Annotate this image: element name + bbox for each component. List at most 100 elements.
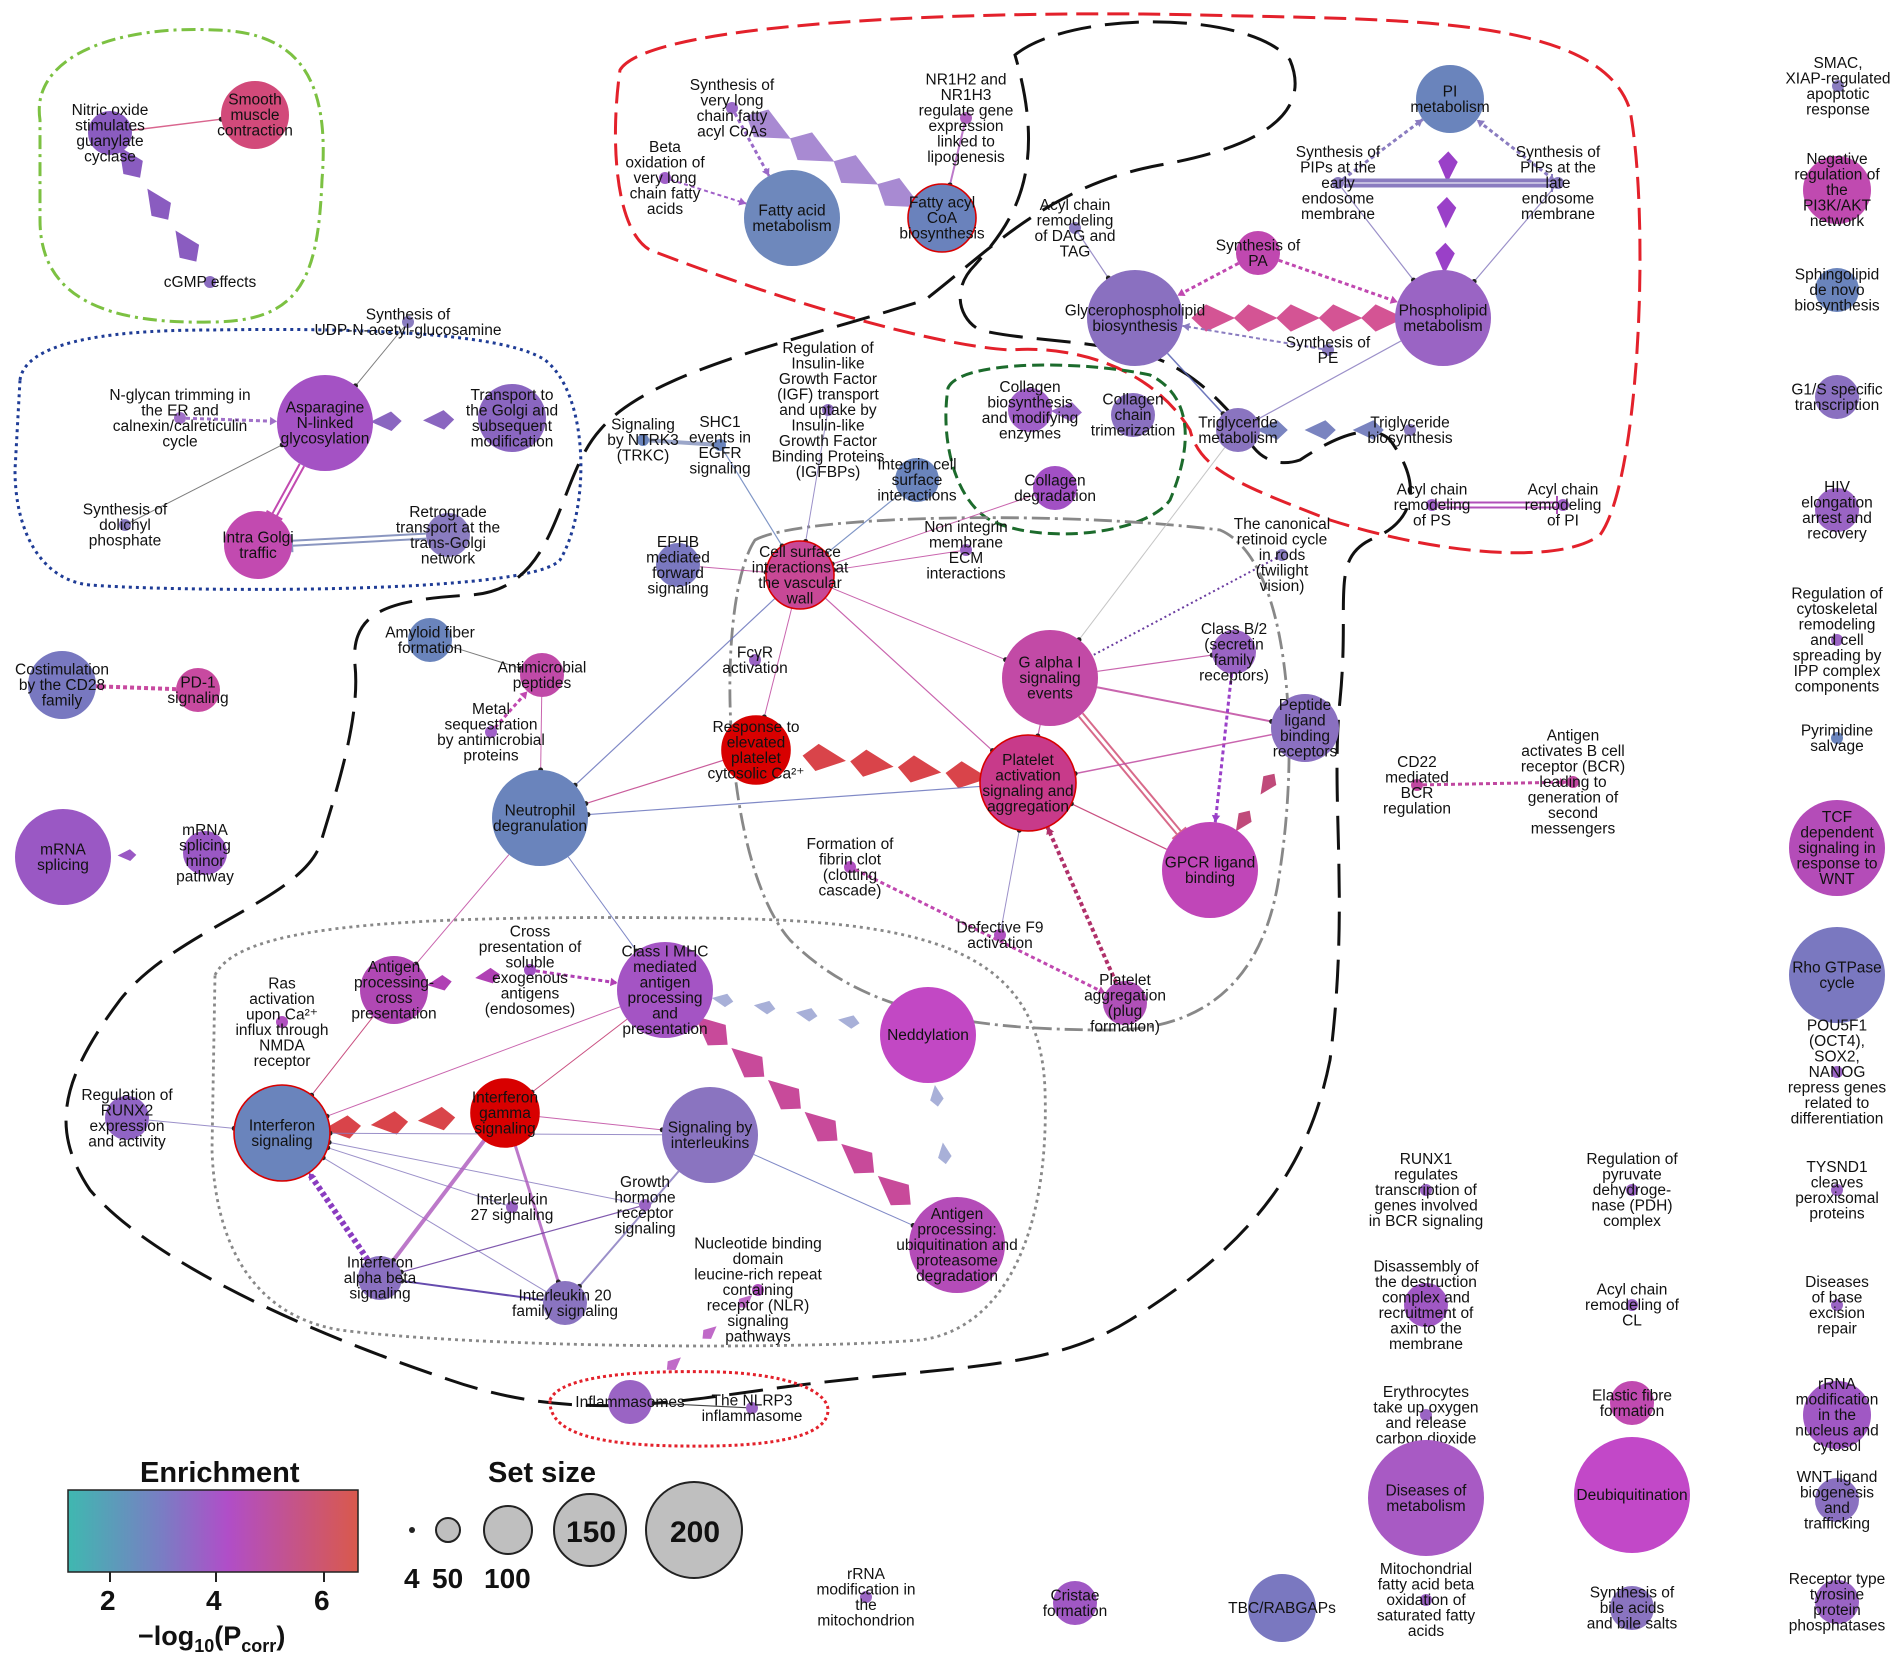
node-circle <box>1404 1283 1448 1327</box>
edge-retrograde-to-intragolgi <box>290 532 427 553</box>
node-label-line: The canonical <box>1234 516 1331 533</box>
node-label-line: dehydroge- <box>1593 1182 1671 1199</box>
node-label-line: in BCR signaling <box>1369 1213 1484 1230</box>
node-circle <box>1789 800 1885 896</box>
node-label-line: containing <box>723 1282 794 1299</box>
edge-line <box>1077 232 1109 279</box>
node-circle <box>1574 1437 1690 1553</box>
node-label-line: formation <box>398 640 463 657</box>
edge-line <box>513 1144 560 1283</box>
node-label-line: Signaling by <box>668 1119 753 1136</box>
outline-black-group <box>64 20 1412 1408</box>
node-circle <box>1271 694 1339 762</box>
node-circle <box>726 102 738 114</box>
edge-synth_pe-to-glycero <box>1182 322 1323 351</box>
edge-line <box>824 597 993 752</box>
node-label-line: modification in <box>816 1581 915 1598</box>
node-label-line: formation) <box>1090 1018 1160 1035</box>
node-label-line: de novo <box>1809 282 1864 299</box>
node-circle <box>1411 779 1423 791</box>
node-circle <box>1416 65 1484 133</box>
node-label-line: components <box>1795 679 1880 696</box>
node-label-line: mRNA <box>40 841 86 858</box>
edge-classi-to-ifn_gamma <box>529 1018 628 1095</box>
node-label-line: hormone <box>614 1189 675 1206</box>
node-label-line: signaling and <box>982 783 1073 800</box>
node-label-line: leucine-rich repeat <box>694 1267 822 1284</box>
node-circle <box>1831 732 1843 744</box>
node-label-line: carbon dioxide <box>1376 1430 1477 1447</box>
node-circle <box>1832 80 1844 92</box>
node-circle <box>1069 222 1081 234</box>
edge-arrowhead <box>850 749 894 777</box>
node-label-line: N-glycan trimming in <box>109 387 250 404</box>
node-label-line: saturated fatty <box>1377 1608 1475 1625</box>
node-label-line: RUNX2 <box>101 1102 154 1119</box>
node-label-line: rRNA <box>1818 1376 1857 1393</box>
node-circle <box>1008 388 1052 432</box>
edge-line <box>1071 803 1167 850</box>
node-circle <box>895 458 939 502</box>
edge-line <box>185 416 278 423</box>
node-label-line: Deubiquitination <box>1576 1487 1687 1504</box>
node-label-line: complex <box>1603 1213 1661 1230</box>
node-label-line: events <box>1027 686 1073 703</box>
node-inflammasomes: Inflammasomes <box>575 1380 685 1424</box>
edge-line <box>1078 715 1179 836</box>
node-label-line: interactions <box>926 565 1006 582</box>
node-label-line: POU5F1 <box>1807 1018 1867 1035</box>
node-label-line: signaling <box>349 1286 410 1303</box>
edge-mrna_minor-to-mrna <box>117 849 137 861</box>
edge-line <box>391 1138 487 1262</box>
edge-arrowhead <box>1235 810 1252 832</box>
node-label-line: Metal <box>472 701 510 718</box>
edge-line <box>1473 187 1555 282</box>
node-label-line: muscle <box>230 107 279 124</box>
node-circle <box>1395 270 1491 366</box>
node-label-line: traffic <box>239 545 277 562</box>
node-label-line: signaling in <box>1798 840 1876 857</box>
enrichment-colorbar <box>67 1489 359 1573</box>
edge-verylong-to-fattyacyl <box>746 109 922 208</box>
node-label-line: binding <box>1280 728 1330 745</box>
edge-line <box>271 463 301 515</box>
node-label-line: response to <box>1797 856 1878 873</box>
node-label-line: Acyl chain <box>1040 197 1111 214</box>
node-label-line: alpha beta <box>344 1270 417 1287</box>
edge-response-to-platelet <box>802 743 989 789</box>
node-label-line: transcription of <box>1375 1182 1477 1199</box>
node-label-line: Synthesis of <box>83 502 168 519</box>
edge-arrowhead <box>423 410 455 430</box>
node-label-line: remodeling <box>1799 617 1876 634</box>
node-label-line: Phospholipid <box>1399 302 1488 319</box>
node-label-line: platelet <box>731 750 782 767</box>
node-label-line: endosome <box>1522 191 1594 208</box>
node-circle <box>276 1016 288 1028</box>
edge-line <box>753 1154 914 1226</box>
node-circle <box>1368 1440 1484 1556</box>
edge-arrowhead <box>930 1085 944 1107</box>
edge-galpha-to-peptide <box>1096 686 1275 724</box>
node-circle <box>520 653 564 697</box>
edge-transport_golgi-to-asparagine <box>370 410 455 431</box>
